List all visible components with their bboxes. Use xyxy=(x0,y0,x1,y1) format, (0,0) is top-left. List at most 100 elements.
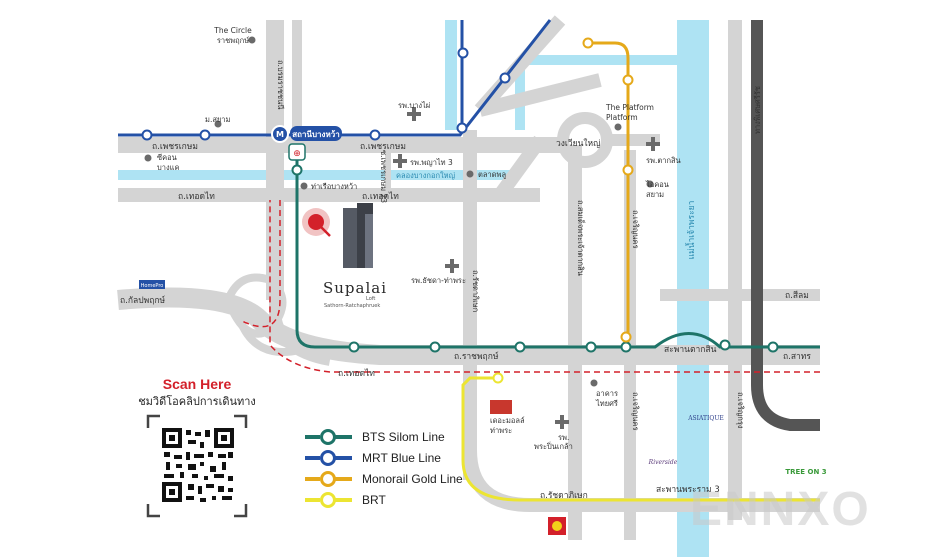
label-chicon: ซีคอน xyxy=(157,153,177,162)
route-line xyxy=(269,200,820,373)
hospital-icons xyxy=(393,107,660,429)
road-labels: ถ.เพชรเกษม ถ.เพชรเกษม ถ.เทอดไท ถ.เทอดไท … xyxy=(120,60,811,501)
place-labels: The Circle ราชพฤกษ์ ม.สยาม ซีคอน บางแค ร… xyxy=(157,26,681,451)
legend-label: BRT xyxy=(362,493,386,507)
label-aakan-thaisri-sub: ไทยศรี xyxy=(595,399,618,408)
label-icon-siam-sub: สยาม xyxy=(646,190,664,199)
expressway-srirat xyxy=(751,20,820,431)
legend-label: BTS Silom Line xyxy=(362,430,445,444)
label-somdet: ถ.สมเด็จพระเจ้าตากสิน xyxy=(576,200,586,276)
mrt-logo-icon xyxy=(271,125,289,143)
chao-phraya-river xyxy=(677,20,709,557)
watermark: ENNXO xyxy=(690,483,871,536)
label-m-siam: ม.สยาม xyxy=(205,115,231,124)
legend-brt-icon xyxy=(320,492,336,508)
label-rp-pinklao: รพ. xyxy=(558,433,569,442)
legend-item-bts: BTS Silom Line xyxy=(305,429,445,445)
label-rp-phyathai3: รพ.พญาไท 3 xyxy=(410,158,453,167)
label-khlong: คลองบางกอกใหญ่ xyxy=(396,171,455,180)
landmark-logos: HomePro ASIATIQUE Riverside TREE ON 3 xyxy=(139,280,827,535)
the-mall-logo xyxy=(490,400,512,414)
label-mall-thapra-sub: ท่าพระ xyxy=(490,426,512,435)
bts-stations xyxy=(291,164,779,353)
scan-section[interactable]: Scan Here ชมวิดีโอคลิปการเดินทาง xyxy=(138,376,256,518)
label-silom: ถ.สีลม xyxy=(785,290,809,301)
label-wongwian-yai: วงเวียนใหญ่ xyxy=(556,138,600,149)
hospital-icon xyxy=(555,415,569,429)
mrt-bangwa-marker[interactable]: M สถานีบางหว้า xyxy=(271,125,342,143)
bts-silom-line xyxy=(295,150,820,349)
legend-mrt-icon xyxy=(320,450,336,466)
mrt-station-label: สถานีบางหว้า xyxy=(292,129,339,139)
label-asiatique: ASIATIQUE xyxy=(687,415,724,422)
legend-item-mrt: MRT Blue Line xyxy=(305,450,441,466)
qr-code-icon[interactable] xyxy=(162,428,234,502)
label-rp-bangphai: รพ.บางไผ่ xyxy=(398,101,430,110)
transit-lines xyxy=(118,19,820,502)
canal-upper xyxy=(445,20,457,130)
qr-frame xyxy=(146,414,248,518)
label-tha-ruea: ท่าเรือบางหว้า xyxy=(311,182,357,191)
label-icon-siam: ไอคอน xyxy=(645,180,669,189)
mrt-logo-letter: M xyxy=(276,130,284,139)
label-kanlapaphruek: ถ.กัลปพฤกษ์ xyxy=(120,295,165,306)
label-petchkasem-w: ถ.เพชรเกษม xyxy=(152,142,198,152)
label-rama2: ถ.บรมราชชนนี xyxy=(276,60,285,109)
label-taksin-bridge: สะพานตากสิน xyxy=(664,345,717,355)
label-tree-on-3: TREE ON 3 xyxy=(785,468,826,476)
homepro-logo xyxy=(139,280,165,289)
label-charoen-nakhon-low: ถ.เจริญนคร xyxy=(631,392,640,430)
mrt-station-pill xyxy=(290,126,342,141)
gold-stations xyxy=(582,37,634,343)
khlong-canal xyxy=(118,170,518,180)
label-rp-taksin: รพ.ตากสิน xyxy=(646,156,681,165)
project-brand: Supalai xyxy=(323,279,387,297)
legend: BTS Silom Line MRT Blue Line Monorail Go… xyxy=(305,429,463,508)
label-soi-phetkasem23: ซ.เพชรเกษม 23 xyxy=(379,150,388,203)
label-ratchada: ถ.รัชดาภิเษก xyxy=(471,270,480,312)
legend-gold-icon xyxy=(320,471,336,487)
scan-title: Scan Here xyxy=(163,376,232,392)
label-the-platform: The Platform xyxy=(605,103,654,112)
label-rp-pinklao-sub: พระปิ่นเกล้า xyxy=(534,441,573,451)
label-ratchaphruek: ถ.ราชพฤกษ์ xyxy=(454,351,499,362)
bts-logo: ⊕ xyxy=(288,143,306,161)
label-homepro: HomePro xyxy=(141,283,164,289)
hospital-icon xyxy=(393,154,407,168)
project-building xyxy=(343,203,373,268)
label-rama3: สะพานพระราม 3 xyxy=(656,485,720,495)
label-mall-thapra: เดอะมอลล์ xyxy=(490,416,525,425)
label-the-circle: The Circle xyxy=(213,26,252,35)
brt-stations xyxy=(492,372,504,384)
place-dots xyxy=(144,36,654,387)
label-thoet-thai-e: ถ.เทอดไท xyxy=(362,191,399,202)
hospital-icon xyxy=(445,259,459,273)
label-riverside: Riverside xyxy=(648,459,678,466)
scan-subtitle: ชมวิดีโอคลิปการเดินทาง xyxy=(138,394,256,408)
label-rp-rajtha: รพ.ธัชดา-ท่าพระ xyxy=(411,276,466,285)
project-marker[interactable] xyxy=(302,208,331,237)
project-line2: Loft xyxy=(366,296,375,302)
brt-line xyxy=(461,376,820,502)
project-tagline: Sathorn-Ratchaphruek xyxy=(324,303,380,309)
gold-line xyxy=(588,41,630,347)
label-thoet-thai-w: ถ.เทอดไท xyxy=(178,191,215,202)
interchange xyxy=(223,273,301,356)
legend-item-brt: BRT xyxy=(305,492,386,508)
label-aakan-thaisri: อาคาร xyxy=(596,389,618,398)
label-expressway: ทางพิเศษศรีรัช xyxy=(753,86,762,134)
label-charoen-nakhon: ถ.เจริญนคร xyxy=(631,210,640,248)
mrt-stations xyxy=(141,47,511,141)
legend-label: MRT Blue Line xyxy=(362,451,441,465)
route-line-2 xyxy=(239,200,281,328)
label-chicon-sub: บางแค xyxy=(157,163,180,172)
label-chao-phraya: แม่น้ำเจ้าพระยา xyxy=(685,201,697,260)
label-the-circle-sub: ราชพฤกษ์ xyxy=(217,36,249,45)
legend-label: Monorail Gold Line xyxy=(362,472,463,486)
label-ratchada-low: ถ.รัชดาภิเษก xyxy=(540,491,588,501)
legend-item-gold: Monorail Gold Line xyxy=(305,471,463,487)
label-talat-phlu: ตลาดพลู xyxy=(478,170,506,179)
label-thoet-thai-low: ถ.เทอดไท xyxy=(338,368,375,379)
label-charoen-krung: ถ.เจริญกรุง xyxy=(736,392,745,429)
